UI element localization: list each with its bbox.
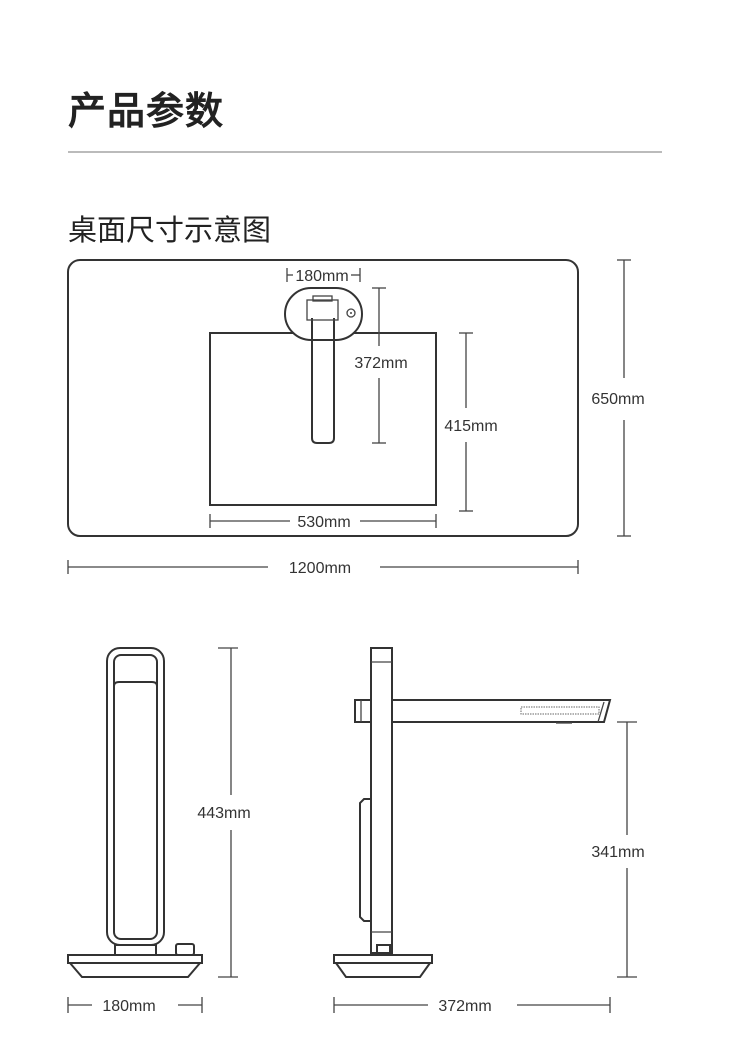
lamp-base-side [333, 954, 433, 964]
label-lamp-base-width: 180mm [295, 268, 348, 285]
dim-side-base-depth [333, 997, 611, 1013]
lamp-column [370, 647, 393, 954]
knob [175, 943, 195, 956]
front-view: 443mm 180mm [67, 647, 251, 1015]
dim-arm-length [372, 287, 386, 444]
dim-front-height [218, 647, 238, 978]
side-view: 341mm 372mm [333, 647, 645, 1015]
desk-outline [67, 259, 579, 537]
lamp-arm-side [392, 699, 612, 723]
label-arm-height: 341mm [591, 844, 644, 861]
top-view: 180mm 372mm 415mm 530mm 650mm 1200mm [67, 259, 645, 577]
label-arm-length: 372mm [354, 355, 407, 372]
dim-mat-width [209, 514, 437, 528]
label-front-base-width: 180mm [102, 998, 155, 1015]
lamp-frame-inner [113, 654, 158, 940]
dim-arm-height [617, 721, 637, 978]
knob-icon [346, 308, 356, 318]
divider [68, 151, 662, 153]
knob-dot [350, 312, 352, 314]
vent-grille [520, 706, 600, 715]
label-front-height: 443mm [197, 805, 250, 822]
dim-desk-depth [617, 259, 631, 537]
label-mat-depth: 415mm [444, 418, 497, 435]
lamp-head-joint [306, 299, 339, 321]
back-pad [359, 798, 371, 922]
dim-mat-depth [459, 332, 473, 512]
page-title: 产品参数 [68, 89, 225, 133]
dim-lamp-base-width [286, 268, 361, 282]
lamp-head-joint-top [312, 295, 333, 302]
lamp-base-side-bottom [335, 962, 431, 978]
lamp-frame-outer [106, 647, 165, 946]
label-desk-depth: 650mm [591, 391, 644, 408]
dim-desk-width [67, 560, 579, 574]
lamp-neck [114, 944, 157, 956]
lamp-panel-top [113, 681, 158, 687]
arm-back-stub [354, 699, 372, 723]
arm-end-line [597, 701, 605, 723]
label-desk-width: 1200mm [289, 560, 351, 577]
dim-front-base-width [67, 997, 203, 1013]
lamp-base-front-bottom [69, 962, 201, 978]
section-title: 桌面尺寸示意图 [68, 213, 272, 247]
lamp-arm-top [311, 318, 335, 444]
label-side-base-depth: 372mm [438, 998, 491, 1015]
label-mat-width: 530mm [297, 514, 350, 531]
lamp-base-front [67, 954, 203, 964]
lamp-base-top [284, 287, 363, 341]
